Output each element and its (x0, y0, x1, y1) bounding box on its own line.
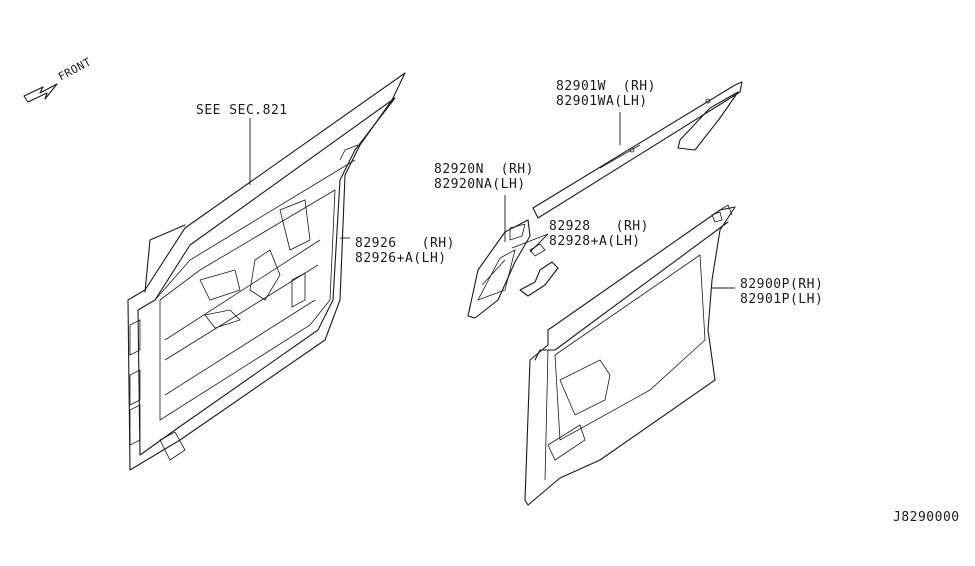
door-finisher-lh-label: 82901P(LH) (740, 292, 824, 307)
pull-handle-rh-label: 82920N (RH) (434, 162, 534, 177)
door-inner-panel (127, 72, 406, 471)
inner-panel-rh-label: 82926 (RH) (355, 236, 455, 251)
handle-cover-part (519, 243, 559, 297)
diagram-code-label: J8290000 (893, 510, 960, 525)
leader-lines (249, 112, 735, 289)
inner-panel-lh-label: 82926+A(LH) (355, 251, 447, 266)
pull-handle-part (467, 219, 531, 319)
see-sec-label: SEE SEC.821 (196, 103, 288, 118)
trim-strip-lh-label: 82901WA(LH) (556, 94, 648, 109)
handle-cover-lh-label: 82928+A(LH) (549, 234, 641, 249)
door-finisher-part (524, 204, 736, 506)
trim-strip-part (532, 81, 743, 219)
trim-strip-rh-label: 82901W (RH) (556, 79, 656, 94)
door-finisher-rh-label: 82900P(RH) (740, 277, 824, 292)
front-arrow-icon (23, 83, 58, 103)
pull-handle-lh-label: 82920NA(LH) (434, 177, 526, 192)
handle-cover-rh-label: 82928 (RH) (549, 219, 649, 234)
